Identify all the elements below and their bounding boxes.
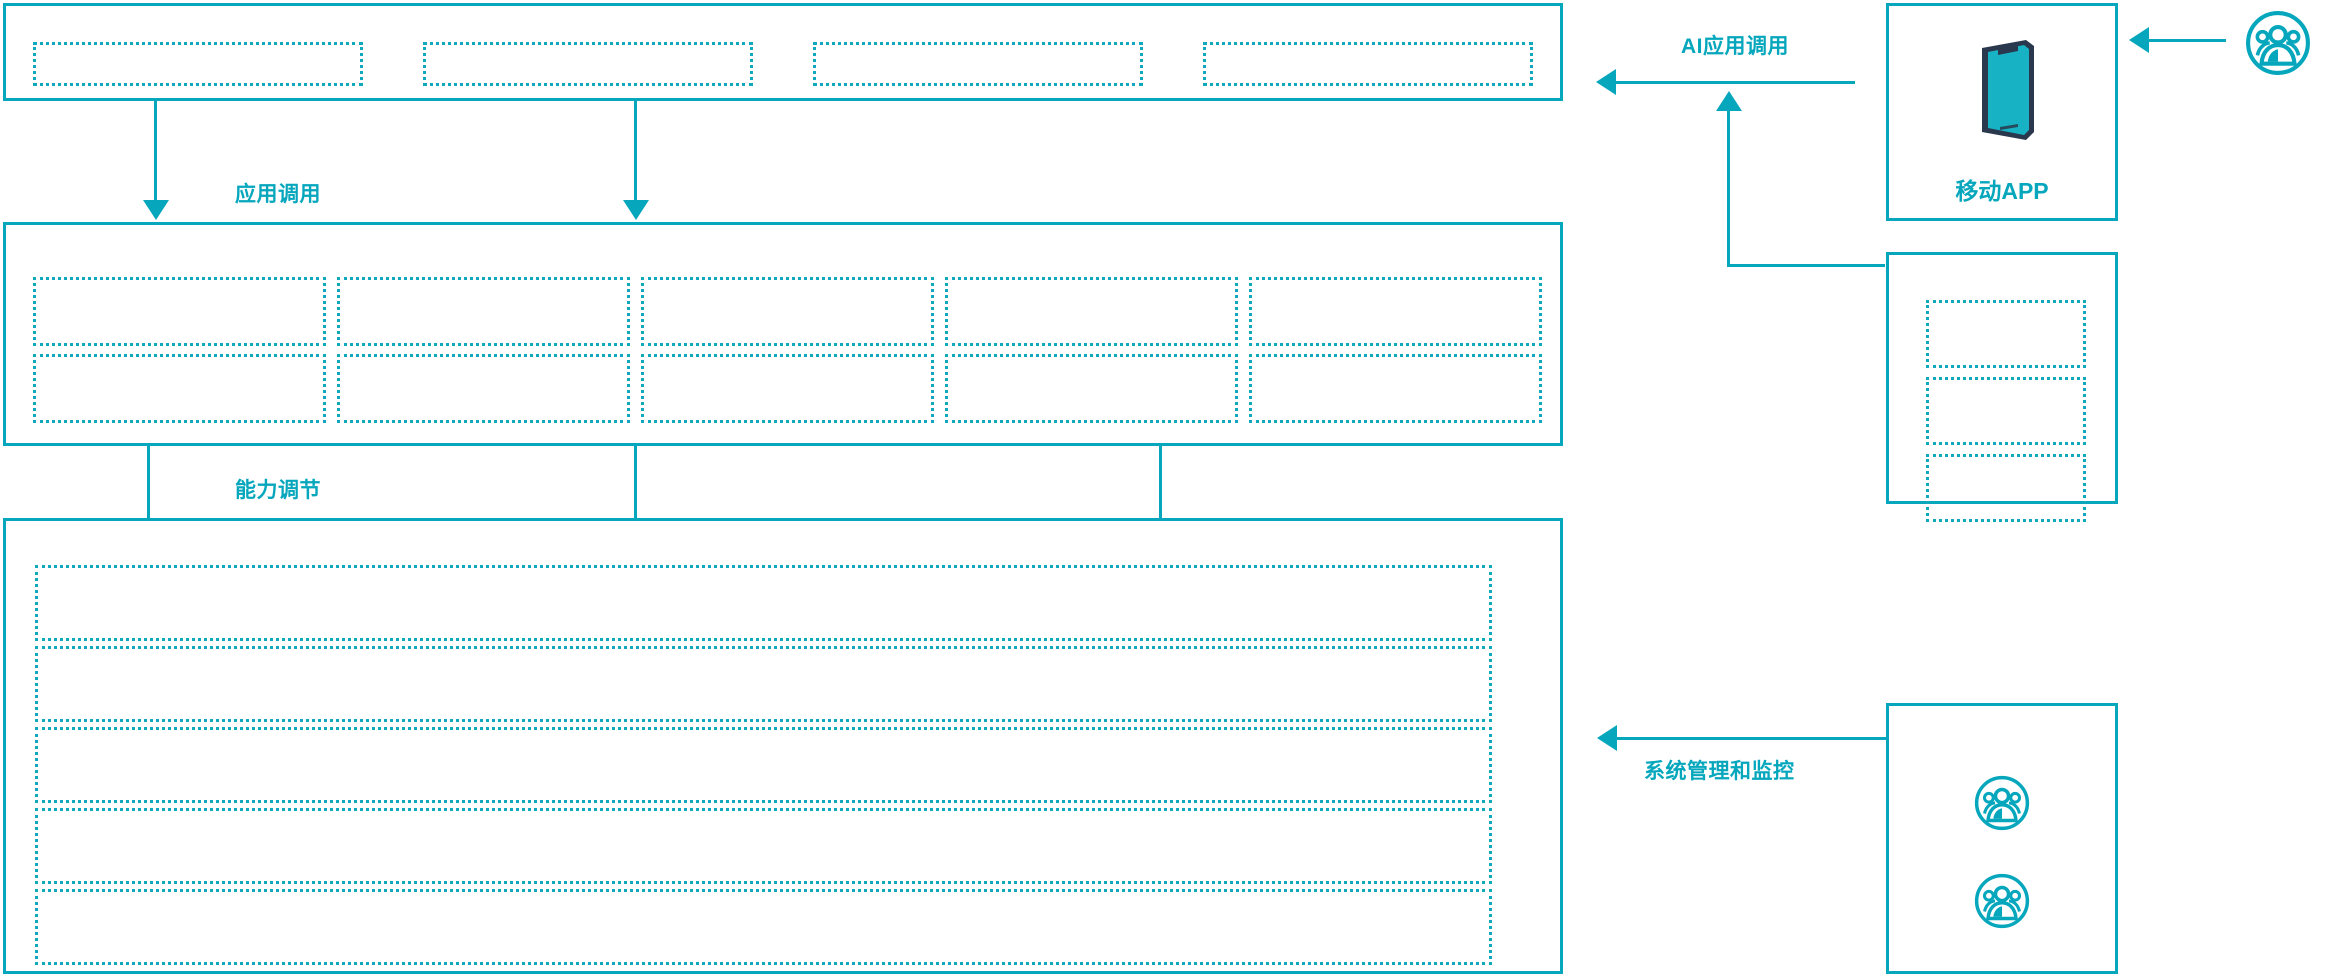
system-admin-monitor-line xyxy=(1616,737,1886,740)
capability-layer-slot-r1c4[interactable] xyxy=(945,277,1238,346)
end-user-link-line xyxy=(2146,39,2226,42)
capability-layer-slot-r2c5[interactable] xyxy=(1249,354,1542,423)
capability-layer-slot-r1c3[interactable] xyxy=(641,277,934,346)
system-admin-monitor-arrow-head xyxy=(1597,725,1617,751)
capability-layer-slot-r1c1[interactable] xyxy=(33,277,326,346)
app-invoke-label: 应用调用 xyxy=(235,183,321,206)
platform-layer-slot-5[interactable] xyxy=(35,889,1492,965)
capability-layer-slot-r1c2[interactable] xyxy=(337,277,630,346)
platform-layer-panel xyxy=(3,518,1563,974)
capability-adjust-label: 能力调节 xyxy=(235,479,321,502)
platform-layer-slot-4[interactable] xyxy=(35,808,1492,884)
ai-app-invoke-label: AI应用调用 xyxy=(1681,35,1789,58)
ai-app-invoke-arrow-head xyxy=(1596,69,1616,95)
channel-card-slot-1[interactable] xyxy=(1926,300,2086,368)
channel-uplink-horizontal xyxy=(1727,264,1885,267)
capability-layer-slot-r2c1[interactable] xyxy=(33,354,326,423)
capability-adjust-arrow-line-1 xyxy=(147,446,150,531)
capability-layer-slot-r1c5[interactable] xyxy=(1249,277,1542,346)
application-layer-slot-4[interactable] xyxy=(1203,42,1533,86)
platform-layer-slot-1[interactable] xyxy=(35,565,1492,641)
capability-adjust-arrow-line-2 xyxy=(634,446,637,531)
app-invoke-arrow-head-1 xyxy=(143,200,169,220)
app-invoke-arrow-line-2 xyxy=(634,101,637,201)
operators-card[interactable] xyxy=(1886,703,2118,974)
app-invoke-arrow-head-2 xyxy=(623,200,649,220)
users-group-icon-operator-2 xyxy=(1974,873,2030,929)
app-invoke-arrow-line-1 xyxy=(154,101,157,201)
channel-uplink-arrow-head xyxy=(1716,91,1742,111)
end-user-link-arrow-head xyxy=(2129,27,2149,53)
channel-uplink-vertical xyxy=(1727,110,1730,267)
capability-layer-slot-r2c3[interactable] xyxy=(641,354,934,423)
channel-card-slot-2[interactable] xyxy=(1926,377,2086,445)
capability-adjust-arrow-line-3 xyxy=(1159,446,1162,531)
ai-app-invoke-line xyxy=(1615,81,1855,84)
capability-layer-panel xyxy=(3,222,1563,446)
platform-layer-slot-2[interactable] xyxy=(35,646,1492,722)
capability-layer-slot-r2c2[interactable] xyxy=(337,354,630,423)
users-group-icon-end-user xyxy=(2245,10,2311,76)
channel-card-slot-3[interactable] xyxy=(1926,454,2086,522)
platform-layer-slot-3[interactable] xyxy=(35,727,1492,803)
mobile-app-card-label: 移动APP xyxy=(1955,178,2049,204)
users-group-icon-operator-1 xyxy=(1974,775,2030,831)
smartphone-icon xyxy=(1966,32,2038,147)
application-layer-slot-2[interactable] xyxy=(423,42,753,86)
application-layer-slot-3[interactable] xyxy=(813,42,1143,86)
system-admin-monitor-label: 系统管理和监控 xyxy=(1644,760,1795,783)
application-layer-slot-1[interactable] xyxy=(33,42,363,86)
capability-layer-slot-r2c4[interactable] xyxy=(945,354,1238,423)
